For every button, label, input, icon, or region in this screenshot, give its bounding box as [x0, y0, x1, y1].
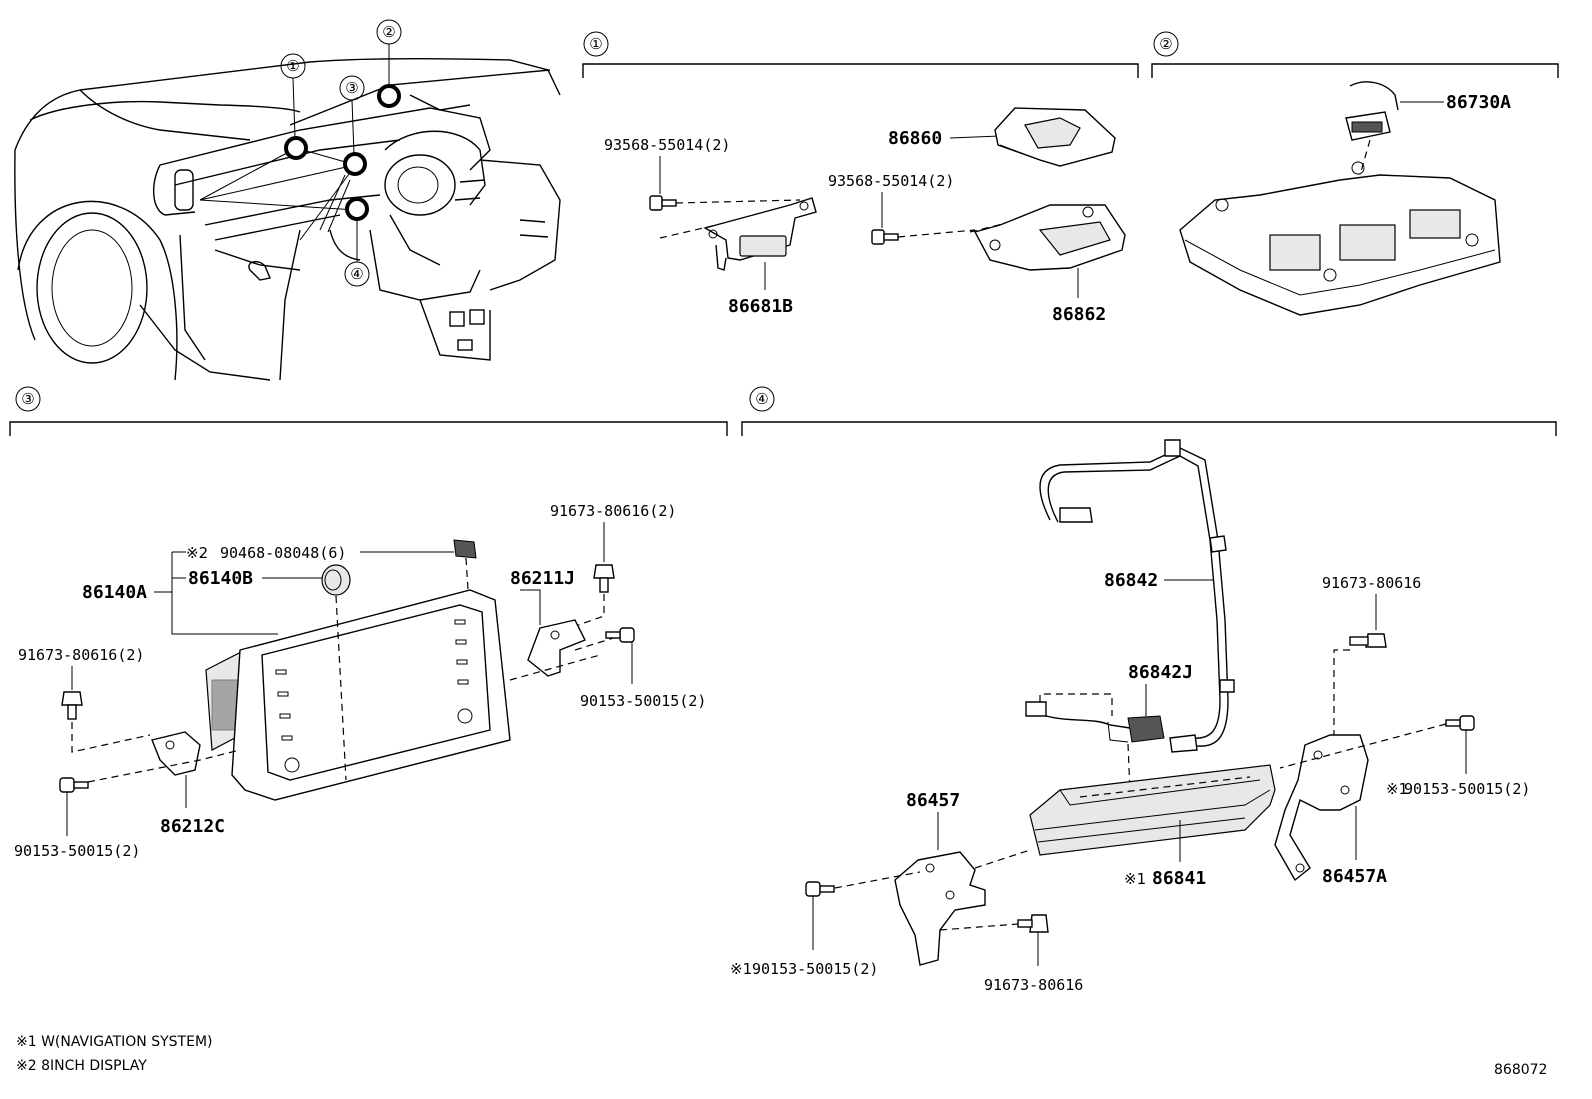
overview-callout-3: ③	[345, 79, 358, 97]
part-90153-50015-left-4-mark: ※1	[730, 960, 752, 978]
screw-90153-50015-left	[59, 777, 89, 793]
connector-86842j	[1025, 701, 1198, 753]
part-91673-80616-right-label[interactable]: 91673-80616	[1322, 574, 1421, 592]
section-2: ② 86730A	[1151, 31, 1559, 316]
section-3-bracket	[9, 421, 728, 436]
part-91673-80616-bottom-label[interactable]: 91673-80616	[984, 976, 1083, 994]
part-86842j-label[interactable]: 86842J	[1128, 662, 1193, 683]
section-1: ① 93568-55014(2) 86681B 86860 9	[582, 31, 1139, 325]
location-spot-1	[284, 136, 308, 160]
knob-86140b	[321, 564, 351, 596]
section-2-bracket	[1151, 63, 1559, 78]
part-86140a-label[interactable]: 86140A	[82, 582, 147, 603]
part-91673-80616-top-label[interactable]: 91673-80616(2)	[550, 502, 676, 520]
part-86140b-label[interactable]: 86140B	[188, 568, 253, 589]
part-86211j-label[interactable]: 86211J	[510, 568, 575, 589]
screw-90153-50015-right-4	[1445, 715, 1475, 731]
part-86841-label[interactable]: 86841	[1152, 868, 1206, 889]
part-86212c-label[interactable]: 86212C	[160, 816, 225, 837]
location-spot-3	[343, 152, 367, 176]
bolt-91673-80616-top	[593, 564, 615, 593]
part-86457-label[interactable]: 86457	[906, 790, 960, 811]
unit-86841	[1029, 764, 1276, 856]
part-86842-label[interactable]: 86842	[1104, 570, 1158, 591]
section-3-number: ③	[21, 390, 34, 408]
bracket-86457a	[1274, 734, 1369, 882]
bolt-91673-80616-bottom	[1017, 914, 1049, 933]
screw-90153-50015-right	[605, 627, 635, 643]
display-86140a	[205, 589, 511, 801]
location-spot-4	[345, 197, 369, 221]
clip-90468-08048	[453, 539, 477, 559]
part-86457a-label[interactable]: 86457A	[1322, 866, 1387, 887]
part-90468-08048-mark: ※2	[186, 544, 208, 562]
module-86860	[994, 107, 1116, 167]
part-93568-55014-b-label[interactable]: 93568-55014(2)	[828, 172, 954, 190]
part-90468-08048-label[interactable]: 90468-08048(6)	[220, 544, 346, 562]
section-2-number: ②	[1159, 35, 1172, 53]
vehicle-interior-overview: ① ② ③ ④	[14, 19, 561, 381]
section-4-number: ④	[755, 390, 768, 408]
part-86730a-label[interactable]: 86730A	[1446, 92, 1511, 113]
section-1-number: ①	[589, 35, 602, 53]
bolt-91673-80616-left	[61, 691, 83, 720]
overview-callout-2: ②	[382, 23, 395, 41]
bolt-91673-80616-right	[1349, 633, 1387, 648]
overview-callout-1: ①	[286, 57, 299, 75]
bracket-86457	[894, 851, 986, 966]
harness-86842	[1039, 439, 1235, 747]
part-90153-50015-right-4-mark: ※1	[1386, 780, 1408, 798]
overhead-console	[1179, 161, 1501, 316]
footnote-2: ※2 8INCH DISPLAY	[16, 1058, 147, 1074]
part-86862-label[interactable]: 86862	[1052, 304, 1106, 325]
part-90153-50015-right-label[interactable]: 90153-50015(2)	[580, 692, 706, 710]
part-86681b-label[interactable]: 86681B	[728, 296, 793, 317]
part-90153-50015-left-label[interactable]: 90153-50015(2)	[14, 842, 140, 860]
bracket-86211j	[527, 619, 586, 677]
part-93568-55014-a-label[interactable]: 93568-55014(2)	[604, 136, 730, 154]
part-91673-80616-left-label[interactable]: 91673-80616(2)	[18, 646, 144, 664]
diagram-id: 868072	[1494, 1062, 1547, 1078]
footnote-1: ※1 W(NAVIGATION SYSTEM)	[16, 1034, 212, 1050]
section-4: ④ 86842 86842J	[730, 386, 1557, 994]
overview-callout-4: ④	[350, 265, 363, 283]
footnotes: ※1 W(NAVIGATION SYSTEM) ※2 8INCH DISPLAY	[16, 1034, 212, 1074]
part-86841-mark: ※1	[1124, 870, 1146, 888]
screw-93568-55014-a	[649, 195, 677, 211]
bracket-86862	[973, 204, 1126, 271]
screw-90153-50015-left-4	[805, 881, 835, 897]
bracket-86212c	[151, 731, 201, 776]
location-spot-2	[377, 84, 401, 108]
bracket-86681b	[703, 197, 817, 271]
part-86860-label[interactable]: 86860	[888, 128, 942, 149]
section-4-bracket	[741, 421, 1557, 436]
part-90153-50015-left-4-label[interactable]: 90153-50015(2)	[752, 960, 878, 978]
section-3: ③ 86140A 86140B	[9, 386, 728, 860]
camera-86730a	[1345, 81, 1399, 141]
screw-93568-55014-b	[871, 229, 899, 245]
section-1-bracket	[582, 63, 1139, 78]
part-90153-50015-right-4-label[interactable]: 90153-50015(2)	[1404, 780, 1530, 798]
